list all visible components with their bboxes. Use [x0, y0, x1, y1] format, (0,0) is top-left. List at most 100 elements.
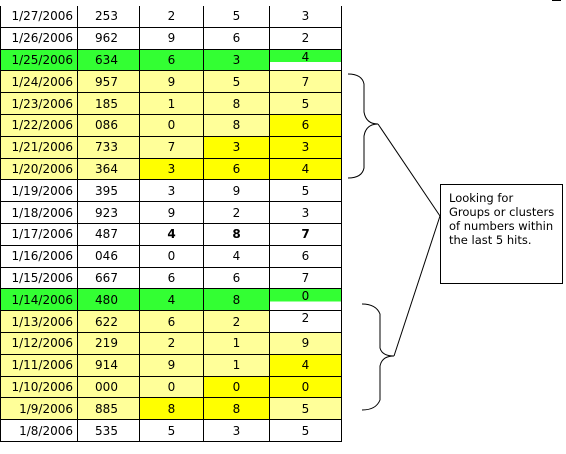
digit-1-cell: 2: [140, 6, 204, 27]
digit-3-cell: 2: [270, 311, 342, 332]
number-cell: 253: [78, 6, 140, 27]
digit-2-cell: 8: [204, 115, 270, 136]
digit-3-cell: 5: [270, 180, 342, 202]
digit-1-cell: 3: [140, 158, 204, 180]
number-cell: 667: [78, 267, 140, 289]
number-cell: 185: [78, 93, 140, 114]
number-cell: 086: [78, 115, 140, 136]
digit-2-cell: 5: [204, 71, 270, 93]
date-cell: 1/22/2006: [0, 115, 78, 136]
digit-2-cell: 8: [204, 224, 270, 245]
digit-2-cell: 1: [204, 333, 270, 354]
number-cell: 000: [78, 376, 140, 398]
number-cell: 733: [78, 136, 140, 158]
digit-2-cell: 1: [204, 354, 270, 376]
digit-1-cell: 8: [140, 398, 204, 420]
connector-line-lower: [393, 215, 441, 357]
digit-3-cell: 0: [270, 376, 342, 398]
number-cell: 480: [78, 289, 140, 311]
digit-2-cell: 9: [204, 180, 270, 202]
annotation-note-box: Looking for Groups or clusters of number…: [440, 184, 563, 284]
digit-3-cell: 2: [270, 27, 342, 49]
number-cell: 634: [78, 49, 140, 71]
digit-2-cell: 2: [204, 202, 270, 223]
upper-bracket: [347, 73, 379, 179]
digit-1-cell: 3: [140, 180, 204, 202]
digit-2-cell: 3: [204, 136, 270, 158]
digit-1-cell: 9: [140, 354, 204, 376]
number-cell: 046: [78, 245, 140, 267]
number-cell: 914: [78, 354, 140, 376]
number-cell: 923: [78, 202, 140, 223]
date-cell: 1/24/2006: [0, 71, 78, 93]
date-cell: 1/26/2006: [0, 27, 78, 49]
digit-3-cell: 6: [270, 245, 342, 267]
number-cell: 364: [78, 158, 140, 180]
number-cell: 957: [78, 71, 140, 93]
date-cell: 1/13/2006: [0, 311, 78, 332]
number-cell: 487: [78, 224, 140, 245]
digit-1-cell: 0: [140, 245, 204, 267]
digit-2-cell: 6: [204, 158, 270, 180]
digit-2-cell: 8: [204, 398, 270, 420]
digit-2-cell: 0: [204, 376, 270, 398]
digit-3-cell: 4: [270, 354, 342, 376]
digit-1-cell: 6: [140, 267, 204, 289]
date-cell: 1/16/2006: [0, 245, 78, 267]
date-cell: 1/27/2006: [0, 6, 78, 27]
date-cell: 1/11/2006: [0, 354, 78, 376]
digit-3-cell: 0: [270, 289, 342, 311]
date-cell: 1/12/2006: [0, 333, 78, 354]
digit-1-cell: 4: [140, 289, 204, 311]
digit-3-cell: 3: [270, 202, 342, 223]
digit-1-cell: 9: [140, 27, 204, 49]
number-cell: 395: [78, 180, 140, 202]
digit-3-cell: 9: [270, 333, 342, 354]
date-cell: 1/9/2006: [0, 398, 78, 420]
number-cell: 962: [78, 27, 140, 49]
digit-2-cell: 2: [204, 311, 270, 332]
digit-1-cell: 2: [140, 333, 204, 354]
digit-1-cell: 5: [140, 420, 204, 441]
digit-3-cell: 3: [270, 136, 342, 158]
date-cell: 1/19/2006: [0, 180, 78, 202]
date-cell: 1/15/2006: [0, 267, 78, 289]
digit-3-cell: 5: [270, 420, 342, 441]
digit-2-cell: 6: [204, 267, 270, 289]
digit-1-cell: 6: [140, 49, 204, 71]
corner-dash: [552, 0, 561, 1]
digit-2-cell: 6: [204, 27, 270, 49]
digit-1-cell: 4: [140, 224, 204, 245]
annotation-note-text: Looking for Groups or clusters of number…: [449, 191, 555, 247]
digit-1-cell: 0: [140, 115, 204, 136]
date-cell: 1/14/2006: [0, 289, 78, 311]
date-cell: 1/21/2006: [0, 136, 78, 158]
date-cell: 1/10/2006: [0, 376, 78, 398]
digit-2-cell: 3: [204, 420, 270, 441]
digit-1-cell: 1: [140, 93, 204, 114]
date-cell: 1/20/2006: [0, 158, 78, 180]
digit-1-cell: 9: [140, 71, 204, 93]
lower-bracket: [361, 303, 395, 411]
number-cell: 622: [78, 311, 140, 332]
number-cell: 219: [78, 333, 140, 354]
digit-2-cell: 5: [204, 6, 270, 27]
digit-2-cell: 3: [204, 49, 270, 71]
date-cell: 1/23/2006: [0, 93, 78, 114]
